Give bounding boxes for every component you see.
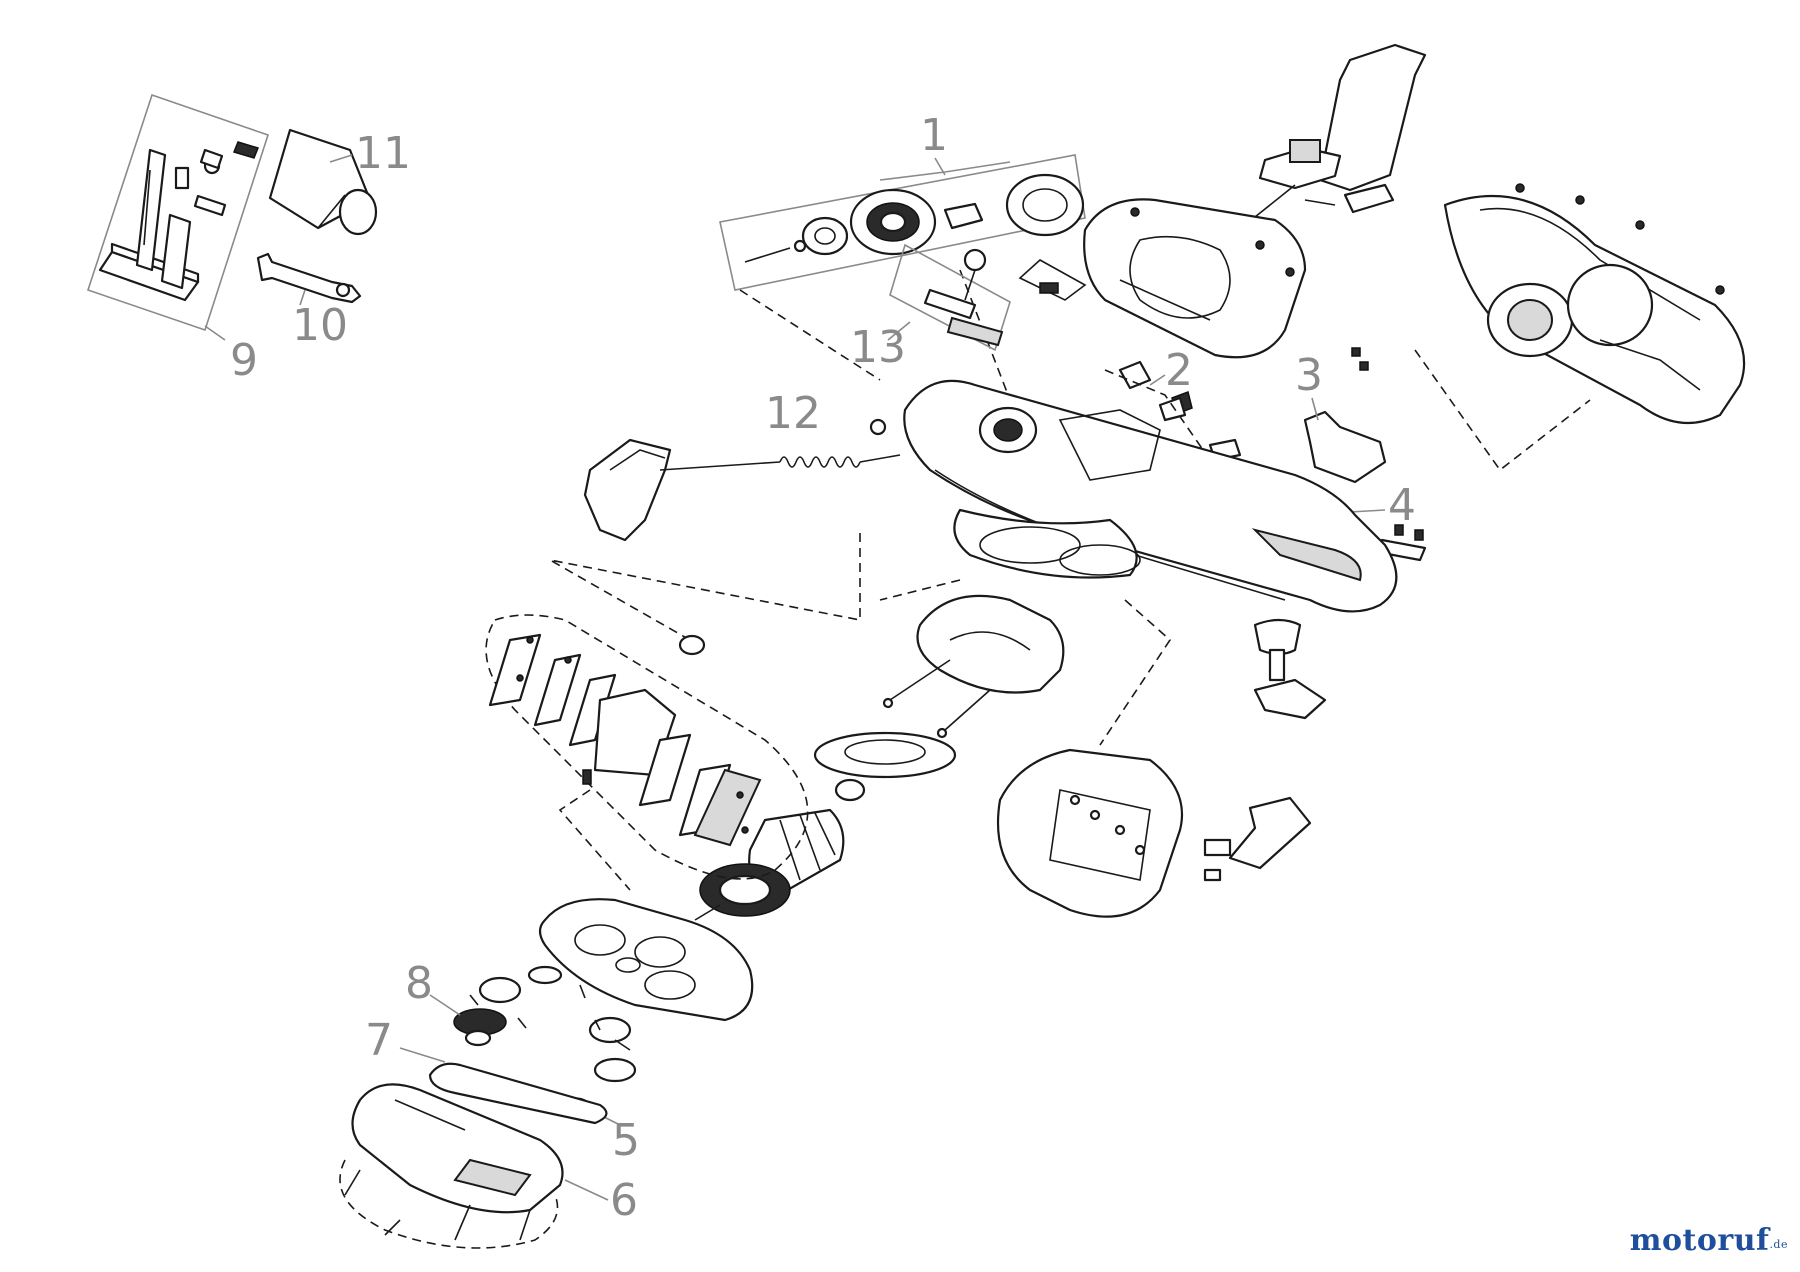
callout-6: 6 bbox=[610, 1175, 638, 1226]
callout-12: 12 bbox=[765, 388, 821, 439]
callout-1: 1 bbox=[920, 110, 948, 161]
part-8-bearing: 8 bbox=[405, 958, 563, 1047]
watermark-brand: motoruf bbox=[1629, 1223, 1770, 1258]
part-9-parallel-guide bbox=[98, 141, 260, 302]
screws bbox=[469, 984, 631, 1051]
bearing-plate bbox=[813, 731, 957, 779]
callout-11: 11 bbox=[355, 128, 411, 179]
gear-cover bbox=[538, 898, 754, 1022]
part-1-kit: 1 bbox=[719, 110, 1086, 291]
part-6-belt-cover: 6 bbox=[339, 1083, 638, 1249]
callout-10: 10 bbox=[292, 300, 348, 351]
depth-knob bbox=[1253, 618, 1327, 720]
sole-plate bbox=[996, 748, 1312, 918]
part-top-handle bbox=[1244, 43, 1427, 226]
part-12-spring-knob: 12 bbox=[583, 388, 901, 542]
armature bbox=[694, 778, 866, 921]
part-10-wrench bbox=[256, 252, 362, 304]
stator bbox=[882, 594, 1065, 739]
callout-4: 4 bbox=[1388, 480, 1416, 531]
part-11-dust-adapter bbox=[268, 128, 378, 236]
part-7-belt: 7 bbox=[365, 1015, 608, 1125]
watermark-suffix: .de bbox=[1769, 1238, 1788, 1251]
blade-detail-group bbox=[485, 614, 809, 880]
washer bbox=[678, 634, 706, 656]
main-housing bbox=[903, 379, 1398, 613]
part-1-frame bbox=[719, 154, 1086, 291]
part-9-frame bbox=[86, 93, 270, 332]
callout-2: 2 bbox=[1165, 345, 1193, 396]
part-right-housing-cover bbox=[1443, 183, 1746, 425]
part-5-gear: 5 bbox=[558, 1016, 640, 1166]
part-3-switch: 3 bbox=[1295, 347, 1387, 484]
callout-9: 9 bbox=[230, 335, 258, 386]
callout-13: 13 bbox=[850, 322, 906, 373]
watermark-logo: motoruf.de bbox=[1630, 1223, 1788, 1258]
part-left-housing-cover bbox=[1083, 198, 1307, 359]
accessory-group: 11 10 9 bbox=[86, 93, 411, 386]
part-13-kit: 13 bbox=[850, 243, 1011, 373]
callout-8: 8 bbox=[405, 958, 433, 1009]
callout-7: 7 bbox=[365, 1015, 393, 1066]
part-2: 2 bbox=[1118, 345, 1193, 422]
callout-3: 3 bbox=[1295, 350, 1323, 401]
